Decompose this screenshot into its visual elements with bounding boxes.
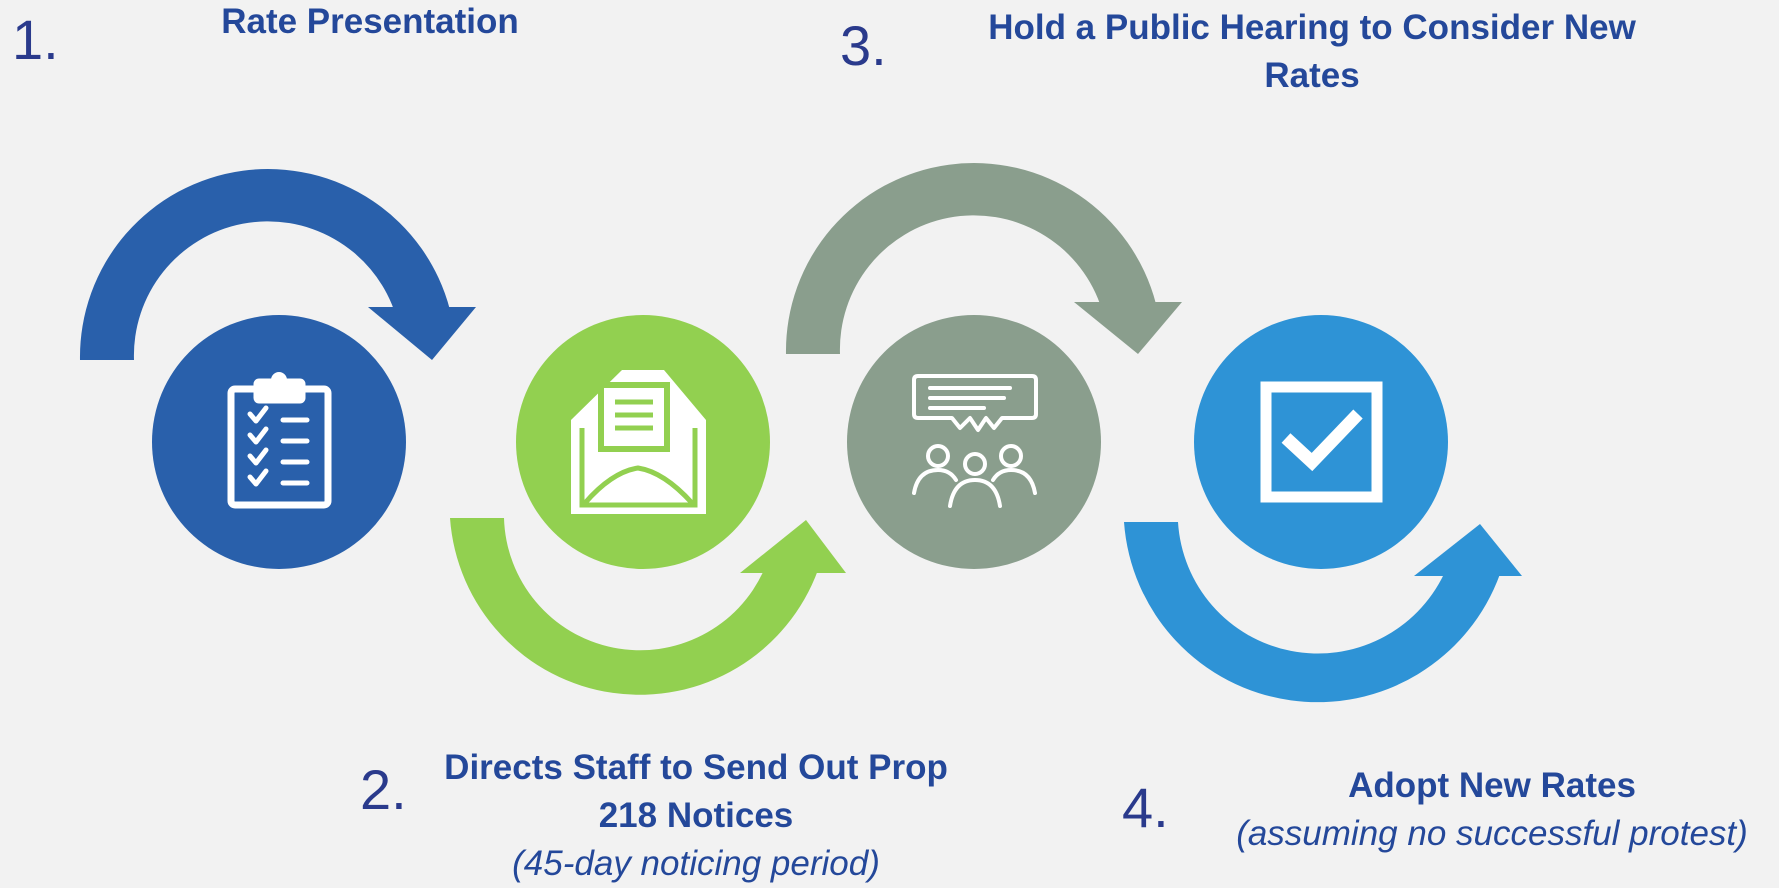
step-3-number: 3. xyxy=(840,14,887,77)
step-1-number: 1. xyxy=(12,8,59,71)
step-2-title: Directs Staff to Send Out Prop 218 Notic… xyxy=(420,744,972,888)
step-4-number: 4. xyxy=(1122,776,1169,839)
step-4-title-text: Adopt New Rates xyxy=(1348,766,1636,805)
open-envelope-letter-icon xyxy=(571,370,706,514)
clipboard-checklist-icon xyxy=(227,372,332,509)
step-3-title: Hold a Public Hearing to Consider New Ra… xyxy=(962,4,1662,100)
step-3-circle xyxy=(847,315,1101,569)
step-2-circle xyxy=(516,315,770,569)
step-1-circle xyxy=(152,315,406,569)
meeting-speech-bubble-icon xyxy=(912,374,1038,508)
step-4-title: Adopt New Rates (assuming no successful … xyxy=(1212,762,1772,858)
step-3-title-text: Hold a Public Hearing to Consider New Ra… xyxy=(988,8,1636,95)
step-4-subtitle: (assuming no successful protest) xyxy=(1236,814,1748,853)
step-1-title: Rate Presentation xyxy=(180,0,560,46)
step-4-circle xyxy=(1194,315,1448,569)
step-2-title-text: Directs Staff to Send Out Prop 218 Notic… xyxy=(444,748,948,835)
checkbox-checked-icon xyxy=(1260,381,1383,503)
step-1-title-text: Rate Presentation xyxy=(221,2,519,41)
step-2-arrow xyxy=(450,518,846,695)
step-1-arrow xyxy=(79,169,476,360)
step-3-arrow xyxy=(785,163,1182,354)
step-4-arrow xyxy=(1124,522,1522,703)
step-2-subtitle: (45-day noticing period) xyxy=(512,844,880,883)
step-2-number: 2. xyxy=(360,758,407,821)
